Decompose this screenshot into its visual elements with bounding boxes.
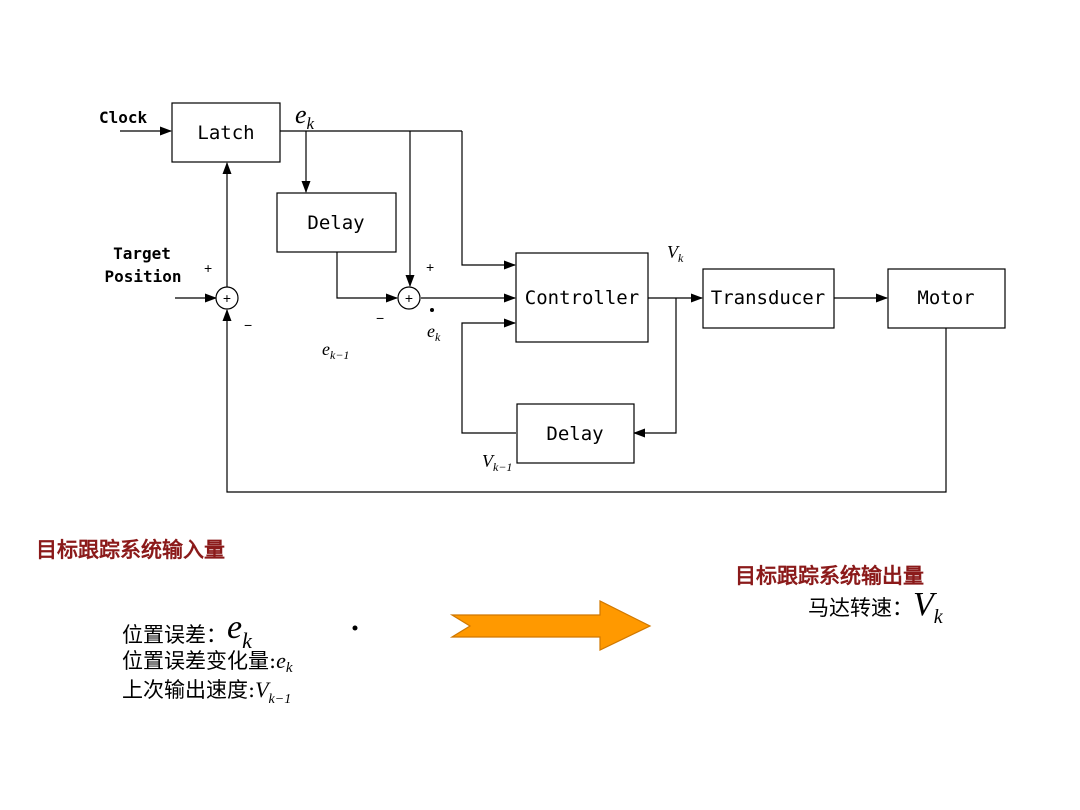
block-transducer: Transducer [702,268,835,329]
wire-delay-sum2 [336,252,398,303]
signal-ek-dot [430,308,434,312]
wire-vk1-controller [461,318,516,434]
block-delay-bottom: Delay [516,403,635,464]
sum1-inner-sign: + [223,290,231,306]
input-to-output-arrow [449,600,652,651]
block-delay-bottom-label: Delay [546,423,603,445]
signal-vk-minus-1: Vk−1 [482,451,512,474]
clock-label: Clock [99,108,148,127]
sum-junction-2: + [397,286,421,310]
wire-vk-delay [633,298,677,438]
input-last-output-speed: 上次输出速度:Vk−1 [122,677,291,707]
sum2-minus-sign: − [376,310,384,326]
sum1-minus-sign: − [244,317,252,333]
wire-motor-feedback [222,309,947,493]
target-label-line1: Target [113,244,171,263]
block-controller-label: Controller [525,287,639,309]
input-section-title: 目标跟踪系统输入量 [36,538,225,562]
signal-ek: ek [295,100,315,133]
block-latch: Latch [171,102,281,163]
block-motor-label: Motor [917,287,974,309]
input-position-error-rate: 位置误差变化量:ek [122,648,293,676]
output-section-title: 目标跟踪系统输出量 [735,564,924,588]
block-motor: Motor [887,268,1006,329]
output-motor-speed: 马达转速：Vk [808,586,944,628]
target-label-line2: Position [104,267,181,286]
signal-ek-minus-1: ek−1 [322,339,349,362]
wire-ek-controller [461,131,516,270]
block-latch-label: Latch [197,122,254,144]
sum1-plus-sign: + [204,260,212,276]
input-position-error: 位置误差：ek [122,609,253,653]
block-delay-top-label: Delay [307,212,364,234]
block-transducer-label: Transducer [711,287,825,309]
block-controller: Controller [515,252,649,343]
sum2-inner-sign: + [405,290,413,306]
block-delay-top: Delay [276,192,397,253]
signal-ek-derivative: ek [427,321,441,344]
input-error-rate-dot [352,625,358,631]
sum2-plus-sign: + [426,259,434,275]
sum-junction-1: + [215,286,239,310]
wires [120,126,947,493]
signal-vk: Vk [667,242,684,265]
